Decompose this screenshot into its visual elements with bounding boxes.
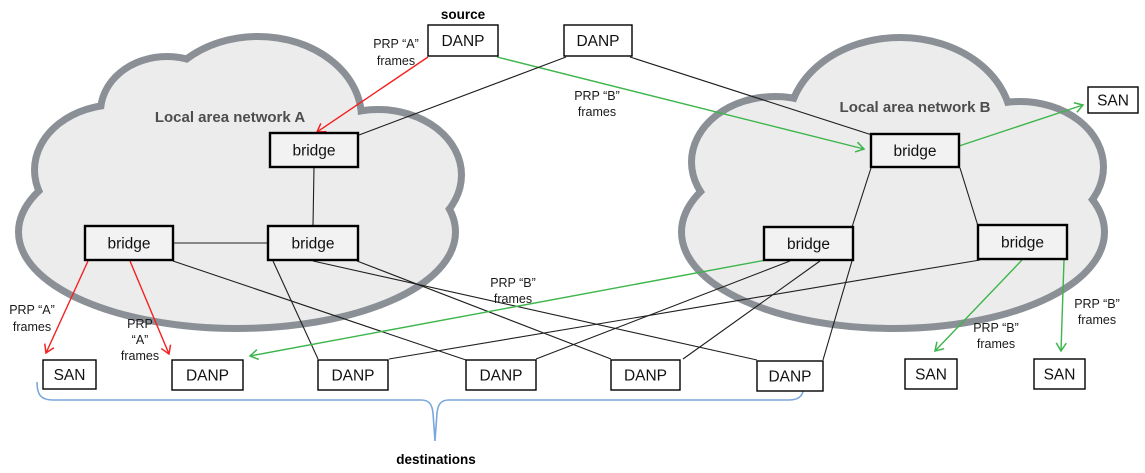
danp-source-1-label: DANP bbox=[441, 33, 484, 50]
label-prp-a-frames-mid: PRP“A”frames bbox=[121, 317, 159, 363]
bridge-a-top-label: bridge bbox=[292, 143, 335, 160]
label-lan-b-title: Local area network B bbox=[840, 99, 991, 116]
danp-source-2-box bbox=[563, 24, 633, 57]
edge-bridge-b-right-to-san-dest-b2 bbox=[1055, 259, 1067, 353]
node-danp-dest-1: DANP bbox=[171, 359, 244, 391]
label-lan-a-title: Local area network A bbox=[155, 109, 305, 126]
network-nodes: DANP DANP SAN bridge bridge bridge bridge bridg… bbox=[42, 24, 1139, 392]
edge-bridge-b-top-to-bridge-b-right bbox=[959, 167, 979, 227]
edge-src2-to-bridge-a-top bbox=[358, 56, 567, 136]
edge-bridge-a-right-to-danp-dest-2 bbox=[272, 260, 319, 360]
label-prp-a-frames-left: PRP “A”frames bbox=[9, 303, 55, 334]
label-source: source bbox=[441, 7, 486, 22]
node-danp-source-2: DANP bbox=[563, 24, 633, 57]
label-destinations: destinations bbox=[396, 452, 476, 467]
label-prp-b-frames-source: PRP “B”frames bbox=[574, 89, 620, 119]
node-bridge-b-left: bridge bbox=[762, 225, 855, 262]
edge-bridge-b-left-to-danp-dest-4 bbox=[682, 260, 821, 360]
edge-bridge-b-top-to-san-top-right bbox=[958, 102, 1085, 147]
danp-dest-2-box bbox=[317, 359, 389, 391]
bridge-a-right-label: bridge bbox=[291, 236, 334, 253]
edge-bridge-a-left-to-san-dest bbox=[44, 260, 89, 355]
danp-source-1-box bbox=[427, 24, 499, 57]
danp-dest-4-box bbox=[610, 359, 681, 391]
danp-dest-3-box bbox=[465, 359, 537, 391]
node-san-dest-b1: SAN bbox=[904, 358, 958, 390]
edge-bridge-a-right-to-danp-dest-5 bbox=[312, 260, 758, 361]
node-bridge-a-top: bridge bbox=[268, 131, 360, 169]
label-prp-a-frames-source: PRP “A”frames bbox=[373, 37, 419, 68]
edge-bridge-a-left-to-danp-dest-1 bbox=[129, 260, 172, 356]
bridge-b-top-box bbox=[869, 132, 961, 169]
san-dest-box bbox=[42, 359, 97, 390]
edge-bridge-b-right-to-danp-dest-2 bbox=[388, 259, 981, 360]
edge-bridge-b-top-to-bridge-b-left bbox=[851, 167, 872, 228]
bridge-b-right-label: bridge bbox=[1001, 235, 1044, 252]
san-dest-b1-label: SAN bbox=[915, 367, 947, 384]
bridge-a-left-label: bridge bbox=[107, 236, 150, 253]
node-san-top-right: SAN bbox=[1087, 86, 1139, 114]
edge-src1-to-bridge-b-top bbox=[496, 56, 866, 153]
edge-bridge-a-right-to-danp-dest-4 bbox=[356, 260, 612, 360]
label-prp-b-frames-san1: PRP “B”frames bbox=[973, 321, 1019, 351]
bridge-b-left-box bbox=[762, 225, 855, 262]
san-top-right-label: SAN bbox=[1097, 93, 1129, 110]
edge-bridge-b-left-to-danp-dest-1 bbox=[248, 259, 767, 361]
san-top-right-box bbox=[1087, 86, 1139, 114]
edge-bridge-a-left-to-danp-dest-3 bbox=[172, 260, 467, 361]
label-prp-b-frames-san2: PRP “B”frames bbox=[1074, 297, 1120, 327]
connection-lines bbox=[44, 56, 1085, 361]
bridge-a-left-box bbox=[83, 224, 175, 262]
edge-bridge-a-top-to-bridge-a-right bbox=[312, 166, 315, 227]
san-dest-b1-box bbox=[904, 358, 958, 390]
bridge-b-right-box bbox=[976, 223, 1069, 261]
node-san-dest: SAN bbox=[42, 359, 97, 390]
node-danp-dest-4: DANP bbox=[610, 359, 681, 391]
danp-dest-5-label: DANP bbox=[768, 369, 811, 386]
danp-source-2-label: DANP bbox=[576, 33, 619, 50]
edge-bridge-b-left-to-danp-dest-3 bbox=[535, 260, 791, 360]
danp-dest-1-label: DANP bbox=[186, 368, 229, 385]
edge-bridge-b-right-to-san-dest-b1 bbox=[934, 259, 1023, 353]
bridge-b-top-label: bridge bbox=[893, 143, 936, 160]
node-danp-dest-2: DANP bbox=[317, 359, 389, 391]
edge-src1-to-bridge-a-top bbox=[315, 56, 429, 133]
san-dest-b2-box bbox=[1033, 358, 1086, 390]
san-dest-b2-label: SAN bbox=[1044, 367, 1076, 384]
node-bridge-b-right: bridge bbox=[976, 223, 1069, 261]
edge-src2-to-bridge-b-top bbox=[629, 56, 873, 136]
node-bridge-a-left: bridge bbox=[83, 224, 175, 262]
bridge-a-right-box bbox=[266, 224, 360, 262]
lan-b-cloud bbox=[678, 34, 1108, 332]
destinations-brace bbox=[36, 381, 805, 442]
bridge-a-top-box bbox=[268, 131, 360, 169]
danp-dest-5-box bbox=[756, 360, 824, 392]
node-danp-source-1: DANP bbox=[427, 24, 499, 57]
node-danp-dest-5: DANP bbox=[756, 360, 824, 392]
node-san-dest-b2: SAN bbox=[1033, 358, 1086, 390]
edge-bridge-b-left-to-danp-dest-5 bbox=[822, 260, 853, 361]
danp-dest-3-label: DANP bbox=[479, 368, 522, 385]
node-bridge-b-top: bridge bbox=[869, 132, 961, 169]
danp-dest-1-box bbox=[171, 359, 244, 391]
label-prp-b-frames-mid: PRP “B”frames bbox=[490, 276, 536, 306]
bridge-b-left-label: bridge bbox=[787, 236, 830, 253]
node-danp-dest-3: DANP bbox=[465, 359, 537, 391]
node-bridge-a-right: bridge bbox=[266, 224, 360, 262]
lan-a-cloud bbox=[15, 33, 465, 332]
san-dest-label: SAN bbox=[54, 367, 86, 384]
danp-dest-4-label: DANP bbox=[624, 368, 667, 385]
danp-dest-2-label: DANP bbox=[331, 368, 374, 385]
